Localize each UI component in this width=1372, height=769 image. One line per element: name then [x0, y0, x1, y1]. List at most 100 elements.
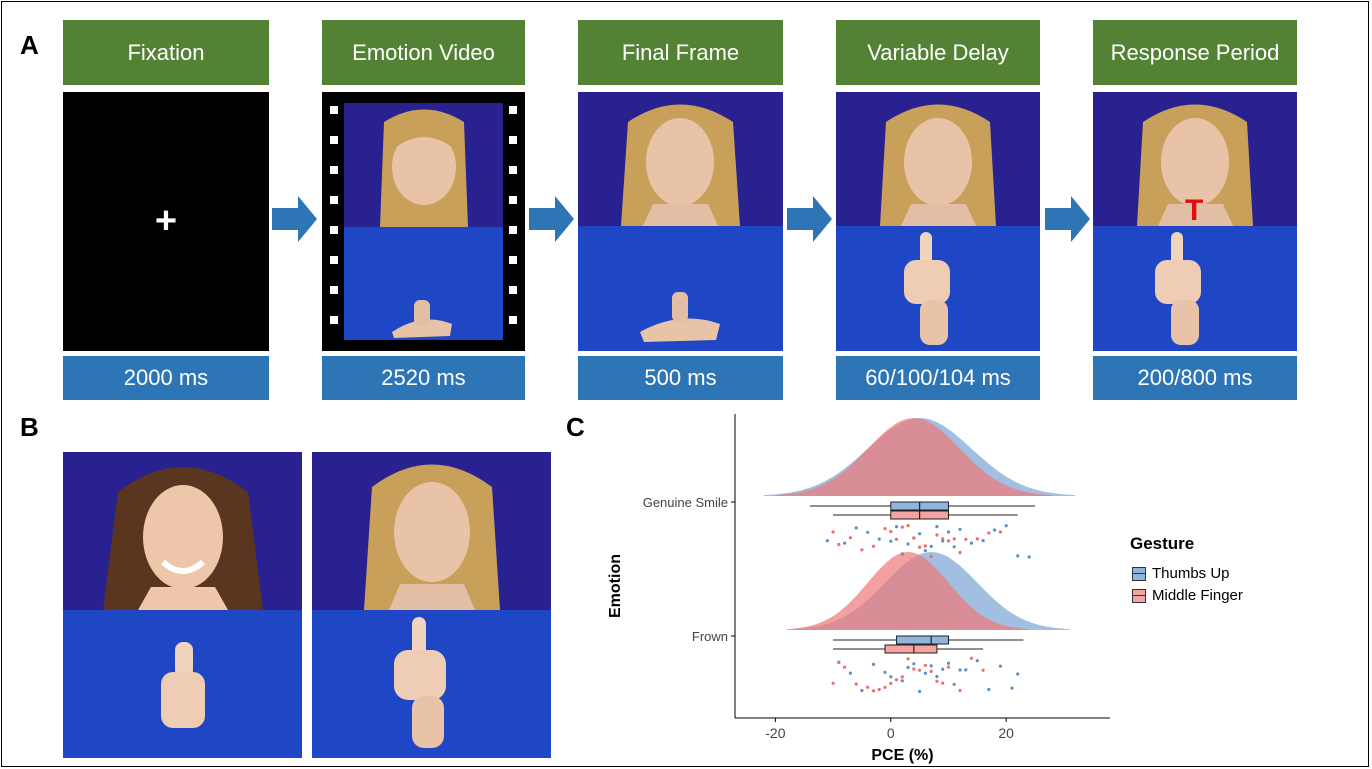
data-point — [894, 525, 899, 529]
density-cloud — [786, 552, 1030, 630]
step-final-frame-title: Final Frame — [578, 20, 783, 85]
x-axis-title: PCE (%) — [871, 747, 933, 764]
x-tick-label: -20 — [765, 725, 785, 741]
final-frame-photo — [578, 92, 783, 351]
data-point — [958, 688, 962, 693]
data-point — [987, 687, 991, 692]
data-point — [923, 671, 927, 675]
variable-delay-photo — [836, 92, 1040, 351]
arrow-icon — [787, 196, 832, 242]
step-response-period-title: Response Period — [1093, 20, 1297, 85]
data-point — [837, 660, 841, 665]
data-point — [998, 530, 1002, 534]
x-tick-label: 0 — [887, 725, 895, 741]
data-point — [871, 689, 876, 693]
box-iqr — [884, 644, 938, 654]
data-point — [918, 545, 922, 549]
data-point — [837, 542, 841, 547]
data-point — [946, 530, 951, 534]
step-variable-delay-title: Variable Delay — [836, 20, 1040, 85]
stimulus-smile-thumbs-up — [63, 452, 302, 758]
data-point — [918, 668, 922, 672]
data-point — [866, 685, 870, 689]
data-point — [946, 665, 951, 669]
data-point — [923, 544, 927, 548]
data-point — [906, 542, 910, 546]
data-point — [964, 668, 968, 672]
data-point — [958, 550, 962, 555]
data-point — [952, 682, 956, 686]
data-point — [860, 548, 864, 552]
legend-label-thumbs-up: Thumbs Up — [1152, 565, 1230, 582]
frown-middle-finger-photo — [312, 452, 551, 758]
data-point — [975, 537, 979, 541]
data-point — [941, 667, 945, 671]
data-point — [952, 537, 956, 541]
y-tick-label: Genuine Smile — [643, 495, 728, 510]
final-frame-image — [578, 92, 783, 351]
data-point — [912, 662, 916, 666]
data-point — [981, 668, 985, 672]
data-point — [958, 668, 962, 672]
data-point — [854, 682, 858, 686]
legend-item-thumbs-up: Thumbs Up — [1132, 565, 1230, 582]
step-fixation-time: 2000 ms — [63, 356, 269, 400]
panel-label-b: B — [20, 412, 39, 442]
data-point — [900, 552, 904, 556]
data-point — [929, 664, 933, 668]
emotion-video-filmstrip — [322, 92, 525, 351]
data-point — [929, 544, 933, 548]
data-point — [883, 685, 887, 689]
data-point — [848, 536, 852, 540]
data-point — [831, 530, 835, 534]
step-final-frame-time: 500 ms — [578, 356, 783, 400]
data-point — [883, 670, 887, 674]
data-point — [941, 537, 945, 541]
arrow-icon — [529, 196, 574, 242]
variable-delay-image — [836, 92, 1040, 351]
data-point — [860, 688, 864, 693]
response-period-photo — [1093, 92, 1297, 351]
panel-label-c: C — [566, 412, 585, 442]
stimulus-frown-middle-finger — [312, 452, 551, 758]
step-emotion-video-time: 2520 ms — [322, 356, 525, 400]
data-point — [900, 679, 904, 683]
data-point — [894, 537, 899, 541]
density-cloud — [775, 418, 1053, 496]
data-point — [906, 657, 910, 661]
legend-swatch-thumbs-up — [1132, 566, 1146, 581]
data-point — [981, 539, 985, 543]
legend-label-middle-finger: Middle Finger — [1152, 587, 1243, 604]
data-point — [871, 544, 876, 548]
step-variable-delay-time: 60/100/104 ms — [836, 356, 1040, 400]
data-point — [889, 681, 893, 685]
box-iqr — [896, 635, 949, 645]
response-marker: T — [1185, 194, 1204, 227]
data-point — [854, 526, 858, 530]
data-point — [958, 527, 962, 531]
response-period-image: T — [1093, 92, 1297, 351]
arrow-icon — [272, 196, 317, 242]
data-point — [1016, 672, 1020, 676]
data-point — [1010, 686, 1014, 690]
data-point — [929, 669, 933, 673]
data-point — [889, 530, 893, 534]
data-point — [923, 549, 927, 553]
y-axis-title: Emotion — [607, 554, 624, 618]
panel-label-a: A — [20, 30, 39, 60]
data-point — [923, 663, 927, 667]
data-point — [993, 528, 997, 532]
legend-item-middle-finger: Middle Finger — [1132, 587, 1243, 604]
data-point — [1004, 524, 1008, 528]
arrow-icon — [1045, 196, 1090, 242]
x-tick-label: 20 — [998, 725, 1014, 741]
data-point — [1016, 554, 1020, 558]
data-point — [952, 545, 956, 549]
data-point — [883, 527, 887, 531]
data-point — [998, 664, 1002, 668]
data-point — [935, 675, 939, 679]
filmstrip-image — [330, 103, 517, 340]
data-point — [918, 689, 922, 694]
data-point — [848, 671, 852, 675]
data-point — [969, 656, 974, 660]
